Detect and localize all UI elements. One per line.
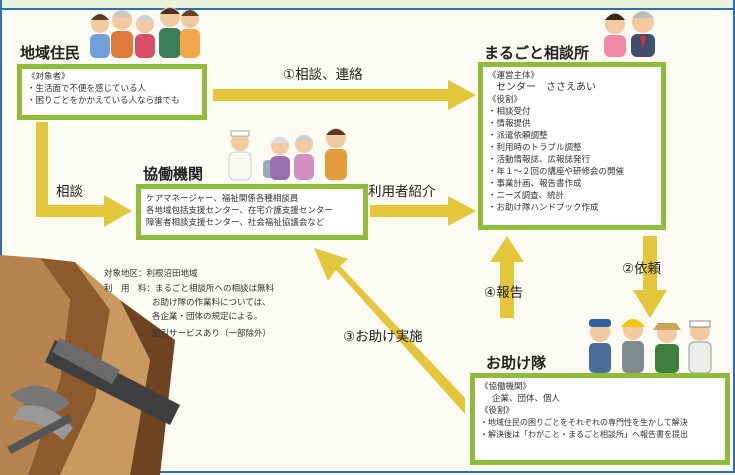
partners-line: 障害者相談支援センター、社会福祉協議会など	[146, 218, 325, 228]
flow-label-report: ④報告	[484, 285, 524, 301]
helpers-illustration	[589, 319, 712, 374]
info-area: 対象地区：利根沼田地域	[104, 269, 198, 279]
center-role-item: ・お助け隊ハンドブック作成	[488, 203, 599, 213]
arrow-referral	[370, 196, 476, 226]
center-operator-value: センター ささえあい	[496, 82, 596, 93]
family-illustration	[90, 7, 200, 58]
info-fee-note: お助け隊の作業料については、	[152, 298, 271, 308]
center-role-item: ・相談受付	[488, 107, 531, 117]
center-role-item: ・ニーズ調査、統計	[488, 191, 565, 201]
residents-target-item: ・困りごとをかかえている人なら誰でも	[27, 96, 180, 106]
partners-line: ケアマネージャー、福祉関係各種相談員	[146, 194, 299, 204]
center-role-label: 《役割》	[488, 95, 523, 105]
helpers-role-label: 《役割》	[480, 406, 515, 416]
helpers-role-item: ・地域住民の困りごとをそれぞれの専門性を生かして解決	[480, 418, 688, 427]
staff-illustration	[604, 11, 655, 57]
center-role-item: ・利用時のトラブル調整	[488, 143, 582, 153]
center-role-item: ・年１〜２回の講座や研修会の開催	[488, 167, 625, 177]
helpers-box: 《協働機関》 企業、団体、個人 《役割》 ・地域住民の困りごとをそれぞれの専門性…	[470, 373, 730, 465]
flow-label-consult-contact: ①相談、連絡	[283, 67, 363, 83]
arrow-consult-contact	[213, 80, 476, 110]
arrow-consult	[36, 122, 132, 227]
flow-label-referral: 利用者紹介	[368, 184, 436, 200]
top-strip	[0, 0, 735, 10]
residents-target-label: 《対象者》	[27, 72, 70, 82]
info-fee-note: 各企業・団体の規定による。	[152, 312, 263, 322]
care-workers-illustration	[228, 128, 347, 181]
tools-illustration	[0, 255, 180, 475]
center-role-item: ・派遣依頼調整	[488, 131, 548, 141]
info-fee: 利 用 料：まるごと相談所への相談は無料	[104, 284, 275, 294]
center-role-item: ・事業計画、報告書作成	[488, 179, 582, 189]
helpers-role-item: ・解決後は「わがこと・まるごと相談所」へ報告書を提出	[480, 430, 688, 439]
partners-line: 各地域包括支援センター、在宅介護支援センター	[146, 206, 333, 216]
residents-box: 《対象者》 ・生活面で不便を感じている人 ・困りごとをかかえている人なら誰でも	[17, 64, 207, 120]
center-role-item: ・活動情報誌、広報誌発行	[488, 155, 591, 165]
flow-label-consult: 相談	[56, 184, 83, 200]
helpers-title: お助け隊	[486, 354, 547, 372]
center-role-item: ・情報提供	[488, 119, 531, 129]
center-operator-label: 《運営主体》	[488, 71, 540, 81]
center-box: 《運営主体》 センター ささえあい 《役割》 ・相談受付 ・情報提供 ・派遣依頼…	[478, 62, 666, 230]
center-title: まるごと相談所	[484, 44, 590, 62]
arrow-report	[490, 236, 524, 318]
flow-label-request: ②依頼	[622, 261, 662, 277]
info-discount: 割引サービスあり（一部除外）	[152, 329, 272, 339]
helpers-coop-value: 企業、団体、個人	[492, 394, 561, 404]
arrow-request	[633, 236, 667, 318]
residents-target-item: ・生活面で不便を感じている人	[27, 84, 147, 94]
partners-title: 協働機関	[143, 165, 204, 183]
partners-box: ケアマネージャー、福祉関係各種相談員 各地域包括支援センター、在宅介護支援センタ…	[136, 184, 368, 240]
arrow-support	[314, 248, 465, 414]
residents-title: 地域住民	[20, 44, 81, 62]
helpers-coop-label: 《協働機関》	[480, 382, 532, 392]
flow-label-support: ③お助け実施	[343, 329, 423, 345]
